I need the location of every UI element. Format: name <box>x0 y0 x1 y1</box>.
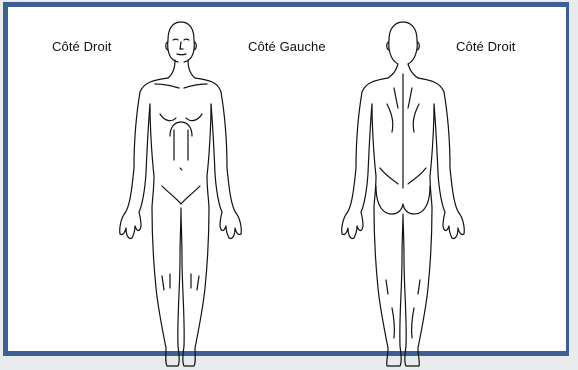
back-hand-right <box>443 212 464 239</box>
back-arm-right-inner <box>434 104 445 212</box>
front-nose <box>180 42 183 49</box>
back-neck-right <box>408 64 418 78</box>
front-leg-left-outer <box>152 208 179 366</box>
back-calf-right <box>412 308 414 338</box>
back-torso-right <box>430 104 434 208</box>
back-arm-left-inner <box>361 104 372 212</box>
back-hand-left <box>342 212 363 239</box>
front-abs <box>170 122 192 136</box>
front-chest-left <box>160 114 176 121</box>
front-clavicle-left <box>155 84 179 88</box>
back-scapula-left <box>387 104 393 132</box>
back-lower-right <box>408 168 426 184</box>
back-lower-left <box>380 168 398 184</box>
front-arm-right-inner <box>211 104 222 212</box>
front-body-figure <box>110 18 260 370</box>
front-leg-inner <box>178 208 184 346</box>
front-chest-right <box>186 114 202 121</box>
back-calf-left <box>392 308 394 338</box>
front-clavicle-right <box>184 84 207 88</box>
back-muscle-right <box>408 88 412 108</box>
front-torso-right <box>207 104 211 208</box>
back-arm-right-outer <box>444 92 459 213</box>
back-shoulder-left <box>362 78 388 92</box>
front-neck-right <box>188 60 195 78</box>
front-arm-right-outer <box>221 92 236 213</box>
front-arm-left-inner <box>139 104 150 212</box>
back-arm-left-outer <box>347 92 362 213</box>
back-scapula-right <box>413 104 419 132</box>
front-arm-left-outer <box>125 92 140 213</box>
front-eye-left <box>173 39 178 40</box>
front-knee-right <box>197 276 199 290</box>
back-body-figure <box>332 18 482 370</box>
front-hand-right <box>220 212 241 239</box>
front-neck-left <box>168 60 175 78</box>
diagram-frame <box>3 2 569 356</box>
back-leg-inner <box>400 214 406 346</box>
back-torso-left <box>372 104 376 208</box>
front-hand-left <box>120 212 141 239</box>
back-shoulder-right <box>418 78 444 92</box>
front-knee-left <box>162 276 164 290</box>
label-front-right-side: Côté Droit <box>52 39 112 54</box>
back-head <box>389 22 417 64</box>
front-navel <box>180 168 182 170</box>
front-torso-left <box>150 104 154 208</box>
bottom-band <box>0 356 578 369</box>
front-eye-right <box>184 39 189 40</box>
back-knee-right <box>418 280 420 294</box>
front-mouth <box>177 54 186 55</box>
front-leg-right-outer <box>183 208 209 366</box>
back-muscle-left <box>394 88 398 108</box>
back-buttocks <box>376 186 430 214</box>
front-hip-line <box>162 186 200 204</box>
back-neck-left <box>388 64 398 78</box>
back-knee-left <box>386 280 388 294</box>
